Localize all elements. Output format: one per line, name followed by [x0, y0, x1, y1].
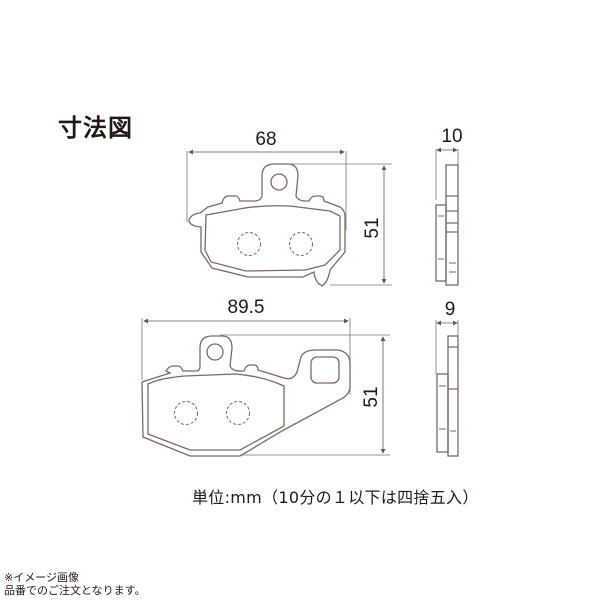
lower-width-label: 89.5	[228, 297, 265, 318]
lower-pad-side-view: 9	[435, 299, 459, 457]
upper-pad-side-view: 10	[435, 126, 463, 286]
order-note: 品番でのご注文となります。	[4, 584, 146, 597]
image-disclaimer: ※イメージ画像	[4, 571, 79, 584]
lower-height-label: 51	[361, 386, 382, 407]
lower-thickness-label: 9	[445, 299, 456, 320]
unit-note: 単位:mm（10分の１以下は四捨五入）	[192, 488, 479, 507]
lower-pad-front-view: 89.5 51	[141, 297, 390, 457]
upper-thickness-label: 10	[441, 126, 462, 147]
upper-height-label: 51	[362, 217, 383, 238]
upper-width-label: 68	[255, 129, 276, 150]
page-title: 寸法図	[58, 114, 133, 142]
upper-pad-front-view: 68 51	[186, 129, 392, 287]
